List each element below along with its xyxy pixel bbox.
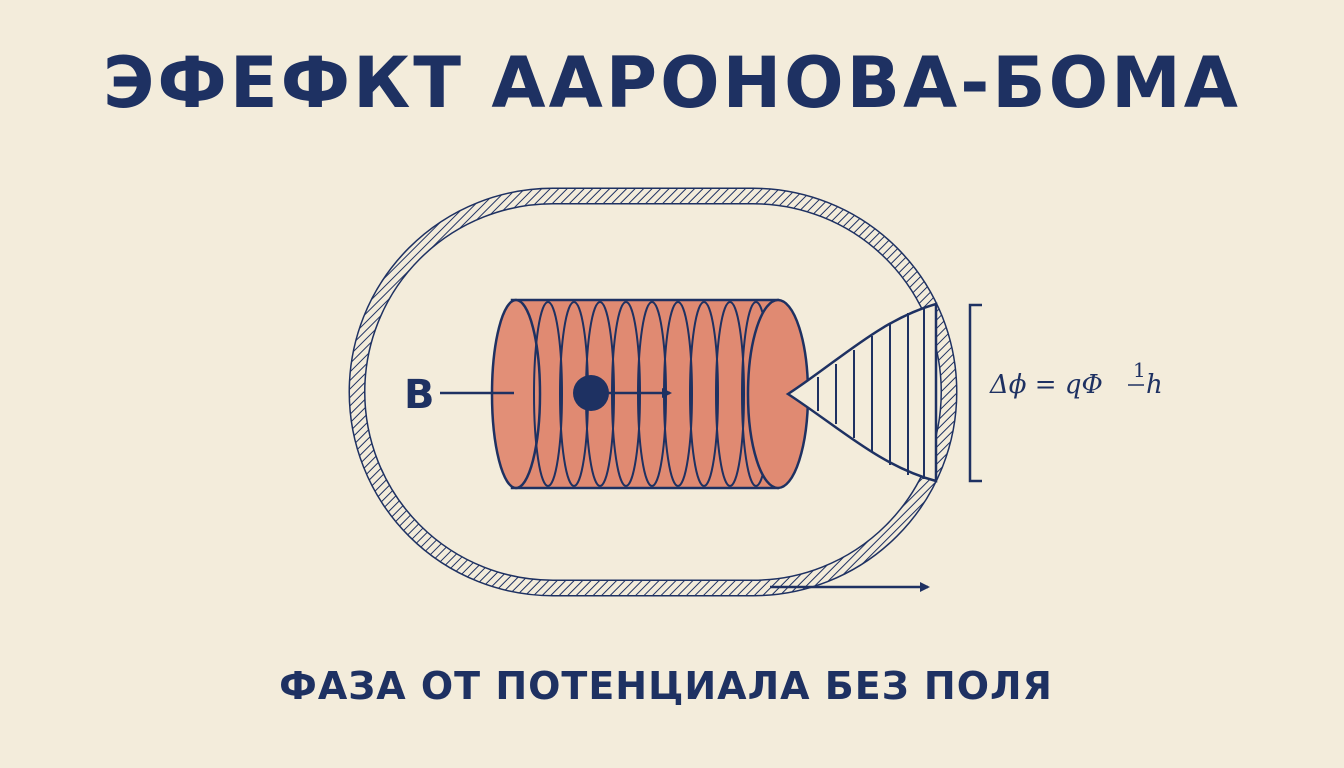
- b-field-label: B: [404, 372, 435, 418]
- formula-bracket: [968, 303, 982, 483]
- interference-pattern: [785, 302, 938, 483]
- formula-main: Δϕ = qΦ: [989, 370, 1103, 400]
- flux-dot: [573, 375, 609, 411]
- phase-formula: Δϕ = qΦ 1 h: [989, 358, 1163, 400]
- electron-path-loop: [348, 187, 958, 597]
- formula-numerator: 1: [1133, 358, 1146, 382]
- formula-tail: h: [1146, 370, 1163, 400]
- page-title: ЭФЕФКТ ААРОНОВА-БОМА: [103, 42, 1241, 124]
- solenoid: [490, 298, 810, 490]
- page-subtitle: ФАЗА ОТ ПОТЕНЦИАЛА БЕЗ ПОЛЯ: [279, 664, 1053, 708]
